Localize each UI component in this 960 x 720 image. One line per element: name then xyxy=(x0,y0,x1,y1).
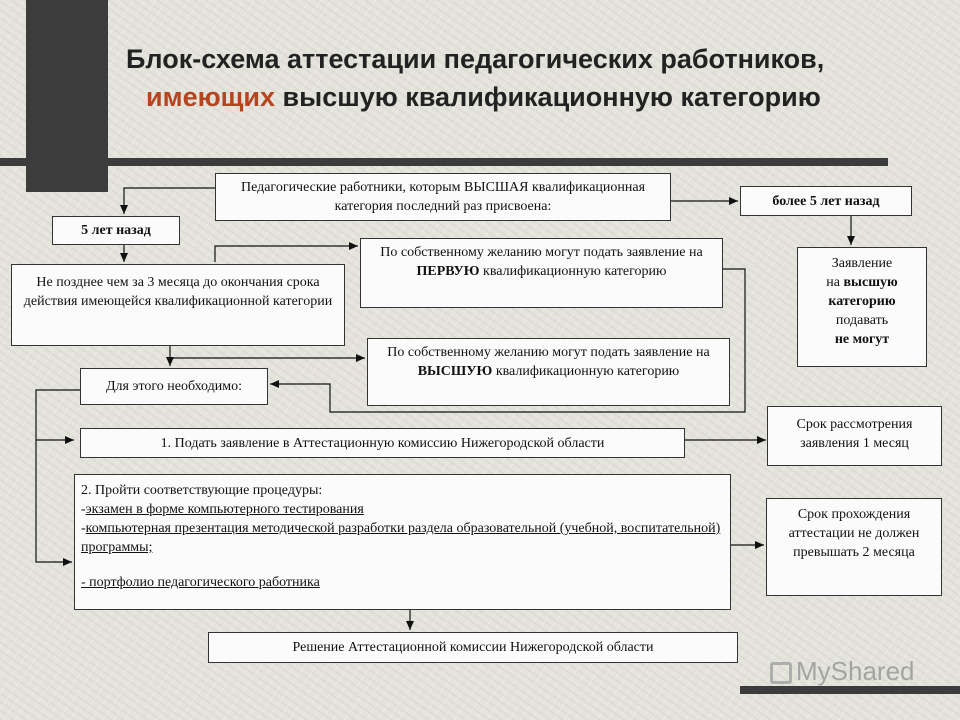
arrow-loop-to-necessary xyxy=(270,268,746,413)
cannot-line-2: на высшую xyxy=(798,273,926,292)
arrow-to-step2 xyxy=(35,389,80,566)
cannot-line-5: не могут xyxy=(834,332,890,347)
cannot-line-3: категорию xyxy=(828,294,896,309)
first-cat-text: По собственному желанию могут подать зая… xyxy=(380,245,703,260)
first-cat-text-end: квалификационную категорию xyxy=(479,264,667,279)
step2-item-2: -компьютерная презентация методической р… xyxy=(81,519,730,557)
step2-item-3: - портфолио педагогического работника xyxy=(81,575,320,590)
step2-item-1: -экзамен в форме компьютерного тестирова… xyxy=(81,500,730,519)
first-cat-bold: ПЕРВУЮ xyxy=(416,264,480,279)
pass-term-box: Срок прохождения аттестации не должен пр… xyxy=(766,498,942,596)
cannot-line-1: Заявление xyxy=(831,256,893,271)
title-accent: имеющих xyxy=(146,82,276,112)
step2-item-2-text: компьютерная презентация методической ра… xyxy=(81,521,721,555)
watermark-icon xyxy=(770,662,792,685)
cannot-line-2-bold: высшую xyxy=(843,275,898,290)
arrow-to-first-cat xyxy=(214,242,358,262)
watermark-text: MyShared xyxy=(796,656,915,686)
title-rest: высшую квалификационную категорию xyxy=(275,82,821,112)
more-than-five-box: более 5 лет назад xyxy=(740,186,912,216)
title-line-2: имеющих высшую квалификационную категори… xyxy=(120,78,920,116)
page-title: Блок-схема аттестации педагогических раб… xyxy=(120,40,920,116)
higher-cat-text-end: квалификационную категорию xyxy=(492,364,680,379)
review-term-box: Срок рассмотрения заявления 1 месяц xyxy=(767,406,942,466)
higher-cat-bold: ВЫСШУЮ xyxy=(417,364,493,379)
top-box: Педагогические работники, которым ВЫСШАЯ… xyxy=(215,173,671,221)
arrow-to-five-years xyxy=(120,187,215,214)
step2-item-1-text: экзамен в форме компьютерного тестирован… xyxy=(85,502,364,517)
first-category-box: По собственному желанию могут подать зая… xyxy=(360,238,723,308)
decor-bar xyxy=(0,158,888,166)
cannot-apply-box: Заявление на высшую категорию подавать н… xyxy=(797,247,927,367)
watermark: MyShared xyxy=(770,656,915,687)
decor-bottom-bar xyxy=(740,686,960,694)
higher-category-box: По собственному желанию могут подать зая… xyxy=(367,338,730,406)
necessary-box: Для этого необходимо: xyxy=(80,368,268,405)
title-line-1: Блок-схема аттестации педагогических раб… xyxy=(126,44,825,74)
deadline-box: Не позднее чем за 3 месяца до окончания … xyxy=(11,264,345,346)
step2-item-1-dash: - xyxy=(81,502,86,517)
cannot-line-2-pre: на xyxy=(826,275,844,290)
step2-item-2-dash: - xyxy=(81,521,86,536)
step2-heading: 2. Пройти соответствующие процедуры: xyxy=(81,483,323,498)
step2-box: 2. Пройти соответствующие процедуры: -эк… xyxy=(74,474,731,610)
step1-box: 1. Подать заявление в Аттестационную ком… xyxy=(80,428,685,458)
higher-cat-text: По собственному желанию могут подать зая… xyxy=(387,345,710,360)
five-years-box: 5 лет назад xyxy=(52,216,180,245)
cannot-line-4: подавать xyxy=(835,313,889,328)
decision-box: Решение Аттестационной комиссии Нижегоро… xyxy=(208,632,738,663)
arrow-to-higher-cat xyxy=(169,346,365,362)
